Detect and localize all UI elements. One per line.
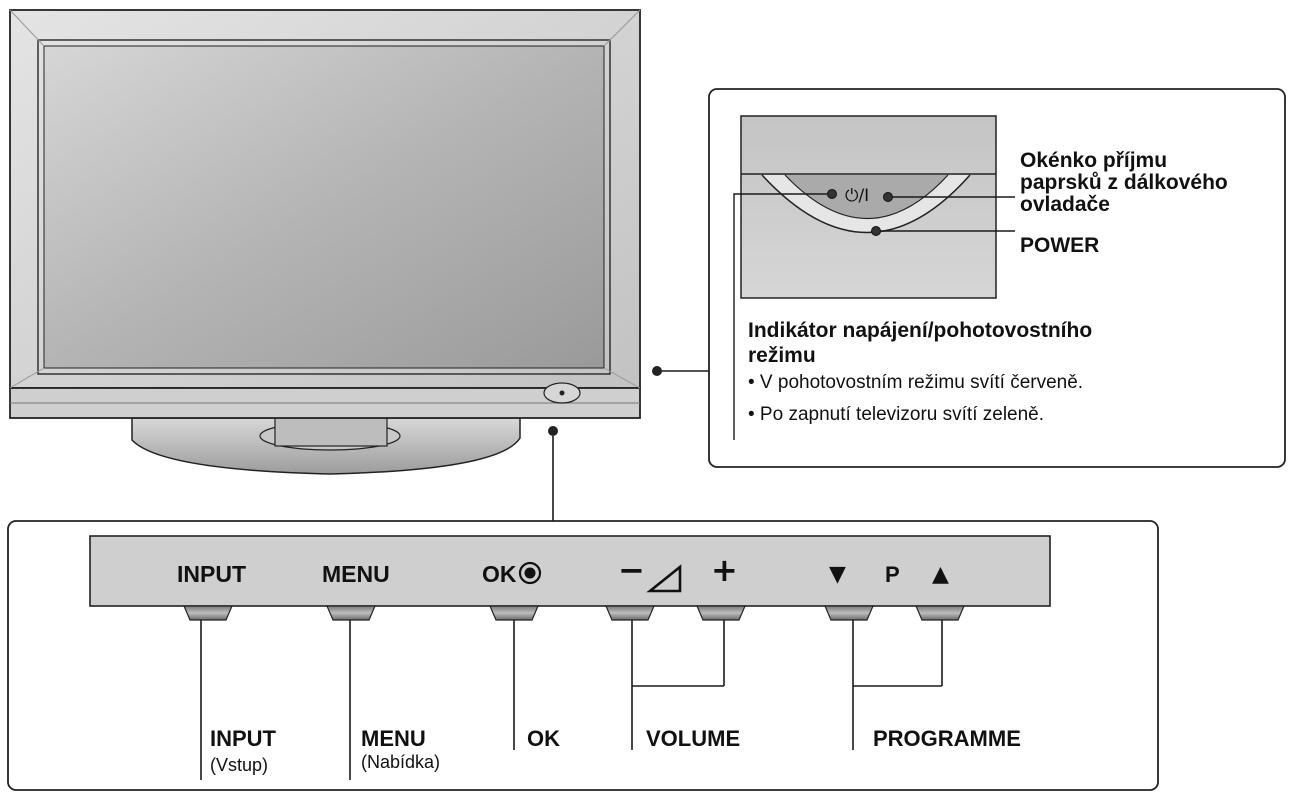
panel-programme-text: P (885, 562, 900, 587)
connector-lines (200, 620, 943, 780)
callout-menu-label: MENU (361, 726, 426, 751)
tv-stand (131, 417, 521, 475)
power-label: POWER (1020, 234, 1100, 257)
callout-input-sub: (Vstup) (210, 755, 269, 775)
control-strip (89, 535, 1051, 607)
ok-dot-icon (524, 567, 536, 579)
callout-ok-label: OK (527, 726, 560, 751)
programme-down-icon: ▼ (829, 562, 846, 587)
remote-sensor-label: Okénko příjmu paprsků z dálkového ovlada… (1020, 150, 1228, 216)
volume-icon (646, 564, 682, 593)
panel-menu-text: MENU (322, 561, 390, 587)
indicator-title-line: režimu (748, 344, 816, 367)
panel-input-text: INPUT (177, 561, 246, 587)
remote-sensor-line: Okénko příjmu (1020, 149, 1168, 172)
tv-body (9, 9, 641, 419)
button-nubs (183, 605, 965, 621)
indicator-title: Indikátor napájení/pohotovostního režimu (748, 318, 1092, 368)
ok-ring-icon (518, 561, 542, 585)
indicator-title-line: Indikátor napájení/pohotovostního (748, 319, 1093, 342)
callout-input-label: INPUT (210, 726, 276, 751)
power-symbol: ⏻/I (845, 186, 870, 206)
panel-ok-text: OK (482, 561, 517, 587)
power-button-dot (871, 226, 881, 236)
volume-plus-icon: + (711, 551, 738, 589)
detail-illustration (740, 115, 997, 299)
remote-sensor-line: paprsků z dálkového (1020, 171, 1228, 194)
remote-sensor-dot (883, 192, 893, 202)
callout-menu-sub: (Nabídka) (361, 752, 441, 772)
remote-sensor-line: ovladače (1020, 193, 1110, 216)
standby-led-dot (827, 189, 837, 199)
tv-bottom-dot (548, 426, 558, 436)
callout-programme-label: PROGRAMME (873, 726, 1021, 751)
callout-volume-label: VOLUME (646, 726, 741, 751)
programme-up-icon: ▲ (932, 562, 949, 587)
volume-minus-icon: − (618, 551, 645, 589)
tv-side-dot (652, 366, 662, 376)
indicator-note-standby: • V pohotovostním režimu svítí červeně. (748, 372, 1084, 393)
indicator-note-on: • Po zapnutí televizoru svítí zeleně. (748, 404, 1045, 425)
